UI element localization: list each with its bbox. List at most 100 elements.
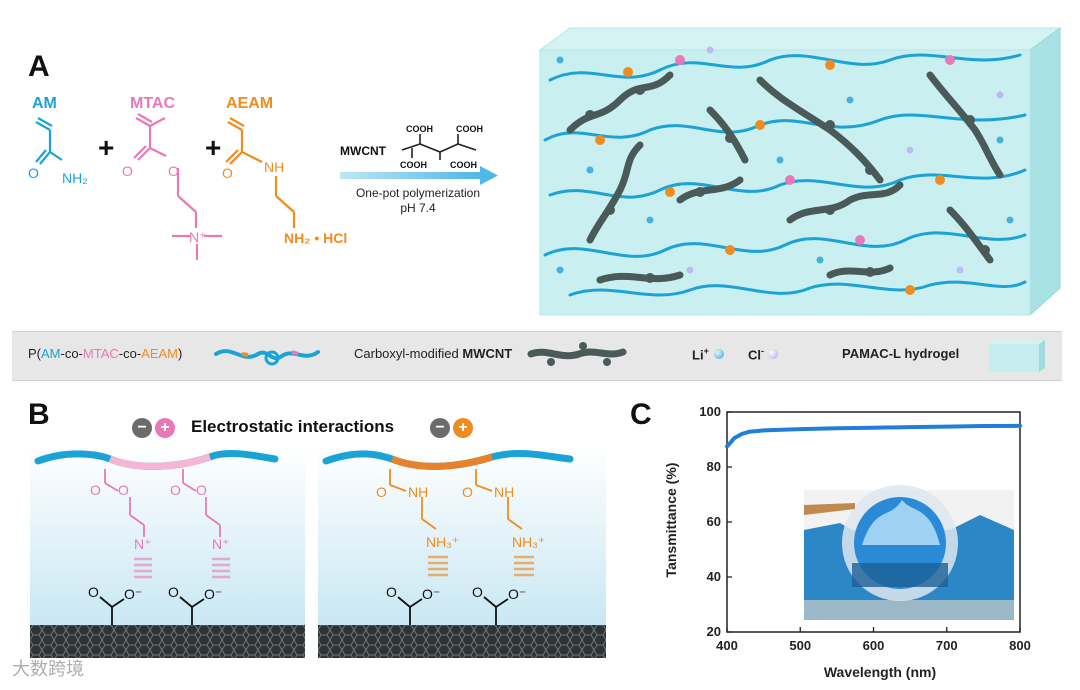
network-node: [725, 133, 735, 143]
hydrogel-network-illustration: [530, 20, 1065, 325]
left-coo-ominus-2: O⁻: [204, 586, 222, 602]
electrostatic-diagram: O O O O N⁺ N⁺ O O⁻ O O⁻ O NH O NH NH₃⁺ N…: [30, 445, 610, 660]
cnt-tube: [830, 268, 890, 275]
minus-charge-icon-2: −: [430, 418, 450, 438]
network-node: [785, 175, 795, 185]
x-tick-label: 700: [936, 638, 958, 653]
right-nh3-2: NH₃⁺: [512, 534, 545, 550]
left-o-4: O: [196, 482, 207, 498]
network-node: [945, 55, 955, 65]
left-nplus-1: N⁺: [134, 536, 152, 552]
legend-polymer: P(AM-co-MTAC-co-AEAM): [28, 346, 182, 361]
monomer-structures: O NH₂ O O N⁺ O NH NH₂ • HCl MWCNT COO: [0, 0, 540, 330]
right-nh-2: NH: [494, 484, 514, 500]
ion: [687, 267, 694, 274]
right-o-2: O: [462, 484, 473, 500]
network-node: [605, 205, 615, 215]
network-node: [825, 205, 835, 215]
legend-cnt: Carboxyl-modified MWCNT: [354, 346, 512, 361]
ion: [587, 167, 594, 174]
ion: [557, 57, 564, 64]
network-node: [585, 110, 595, 120]
ion: [907, 147, 914, 154]
right-o-1: O: [376, 484, 387, 500]
am-structure: [36, 118, 62, 164]
watermark: 大数跨境: [12, 655, 84, 681]
ion: [557, 267, 564, 274]
network-node: [725, 245, 735, 255]
plus-charge-orange-icon: +: [453, 418, 473, 438]
network-node: [855, 235, 865, 245]
left-coo-o-2: O: [168, 584, 179, 600]
legend-cl: Cl-: [748, 346, 764, 362]
left-o-2: O: [118, 482, 129, 498]
ion: [997, 92, 1004, 99]
network-node: [935, 175, 945, 185]
network-node: [665, 187, 675, 197]
hydrogel-photo-inset: [804, 485, 1014, 620]
aeam-nh: NH: [264, 159, 284, 175]
right-coo-o-2: O: [472, 584, 483, 600]
right-coo-o-1: O: [386, 584, 397, 600]
legend-hydrogel: PAMAC-L hydrogel: [842, 346, 959, 361]
gel-side-face: [1030, 28, 1060, 315]
x-tick-label: 800: [1009, 638, 1031, 653]
left-nplus-2: N⁺: [212, 536, 230, 552]
mtac-nplus: N⁺: [189, 229, 207, 245]
network-node: [623, 67, 633, 77]
x-axis-title: Wavelength (nm): [824, 664, 936, 680]
cooh-3: COOH: [400, 160, 427, 170]
ion: [997, 137, 1004, 144]
network-node: [825, 120, 835, 130]
aeam-nh2-hcl: NH₂ • HCl: [284, 230, 347, 246]
network-node: [865, 267, 875, 277]
legend-bar: P(AM-co-MTAC-co-AEAM) Carboxyl-modified …: [12, 331, 1062, 381]
ion: [707, 47, 714, 54]
series-line: [727, 426, 1020, 447]
left-coo-o-1: O: [88, 584, 99, 600]
x-tick-label: 400: [716, 638, 738, 653]
cooh-2: COOH: [456, 124, 483, 134]
electrostatic-title: Electrostatic interactions: [191, 417, 394, 437]
network-node: [865, 165, 875, 175]
right-nh3-1: NH₃⁺: [426, 534, 459, 550]
network-node: [980, 245, 990, 255]
x-tick-label: 500: [789, 638, 811, 653]
right-graphene-sheet: [318, 625, 606, 658]
reaction-condition-2: pH 7.4: [400, 201, 436, 215]
left-graphene-sheet: [30, 625, 305, 658]
gel-top-face: [540, 28, 1060, 50]
network-node: [675, 55, 685, 65]
left-o-3: O: [170, 482, 181, 498]
right-nh-1: NH: [408, 484, 428, 500]
network-node: [825, 60, 835, 70]
am-o: O: [28, 165, 39, 181]
ion: [1007, 217, 1014, 224]
cooh-1: COOH: [406, 124, 433, 134]
network-node: [695, 187, 705, 197]
ion: [817, 257, 824, 264]
mtac-structure: [134, 114, 222, 260]
y-tick-label: 100: [699, 404, 721, 419]
aeam-o: O: [222, 165, 233, 181]
plus-charge-pink-icon: +: [155, 418, 175, 438]
network-node: [755, 120, 765, 130]
y-tick-label: 60: [707, 514, 721, 529]
ion: [847, 97, 854, 104]
ion: [647, 217, 654, 224]
mtac-o1: O: [122, 163, 133, 179]
mwcnt-label: MWCNT: [340, 144, 387, 158]
y-axis-title: Tansmittance (%): [663, 463, 679, 578]
panel-b-letter: B: [28, 398, 50, 432]
right-coo-ominus-1: O⁻: [422, 586, 440, 602]
left-coo-ominus-1: O⁻: [124, 586, 142, 602]
am-nh2: NH₂: [62, 170, 88, 186]
minus-charge-icon: −: [132, 418, 152, 438]
ion: [777, 157, 784, 164]
mwcnt-mini-structure: [402, 134, 476, 160]
network-node: [905, 285, 915, 295]
cooh-4: COOH: [450, 160, 477, 170]
cl-ion-icon: [768, 349, 778, 359]
left-o-1: O: [90, 482, 101, 498]
